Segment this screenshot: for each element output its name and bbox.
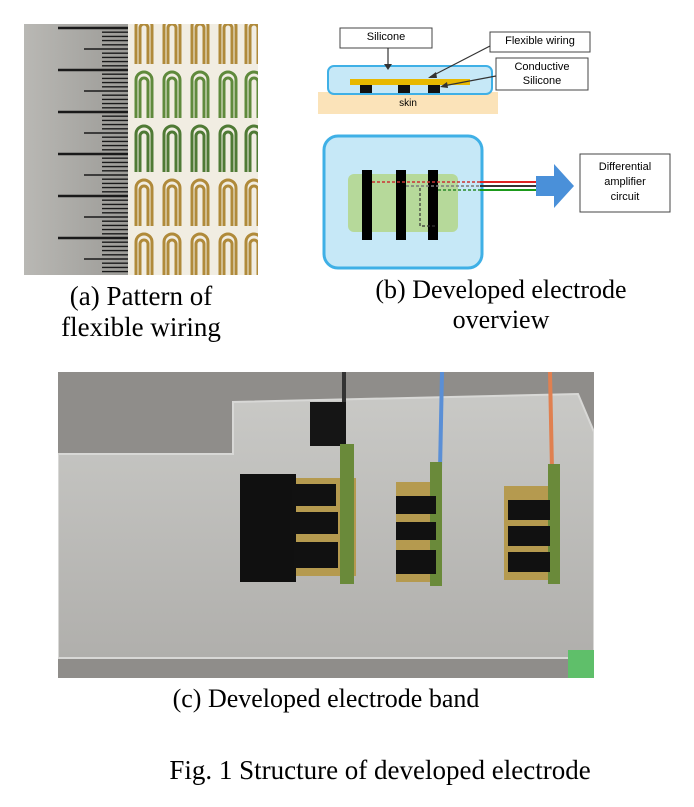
amplifier-box bbox=[579, 153, 671, 213]
serpentine-trace-inner bbox=[248, 24, 258, 64]
serpentine-trace bbox=[244, 70, 258, 118]
serpentine-trace-inner bbox=[248, 76, 258, 118]
serpentine-trace-inner bbox=[166, 24, 178, 64]
electrode-bar-2 bbox=[396, 170, 406, 240]
serpentine-trace-inner bbox=[166, 76, 178, 118]
conductive-silicone-pad-2 bbox=[398, 85, 410, 93]
amplifier-label: Differential amplifier circuit bbox=[580, 160, 670, 205]
serpentine-trace bbox=[134, 124, 154, 172]
serpentine-trace bbox=[244, 124, 258, 172]
serpentine-trace bbox=[244, 232, 258, 275]
silicone-label-box bbox=[339, 27, 433, 49]
flexible-wiring-photo bbox=[24, 24, 258, 275]
amplifier-label-line3: circuit bbox=[610, 191, 640, 203]
panel-a-caption: (a) Pattern of flexible wiring bbox=[24, 281, 258, 343]
serpentine-trace bbox=[134, 232, 154, 275]
flexible-wiring-label: Flexible wiring bbox=[505, 35, 575, 47]
electrode-bar-3 bbox=[428, 170, 438, 240]
conductive-silicone-label-line1: Conductive bbox=[514, 61, 570, 73]
flexible-wiring-strip bbox=[350, 79, 470, 85]
serpentine-trace-inner bbox=[248, 130, 258, 172]
serpentine-trace bbox=[218, 178, 238, 226]
serpentine-trace-inner bbox=[222, 24, 234, 64]
serpentine-trace-inner bbox=[166, 130, 178, 172]
conductive-silicone-label-box bbox=[495, 57, 589, 91]
electrode-structure-diagram: Silicone Flexible wiring Conductive Sili… bbox=[300, 20, 680, 275]
serpentine-trace bbox=[162, 70, 182, 118]
serpentine-trace bbox=[218, 24, 238, 64]
serpentine-trace-inner bbox=[222, 238, 234, 275]
serpentine-trace bbox=[244, 24, 248, 64]
serpentine-trace-inner bbox=[138, 24, 150, 64]
serpentine-trace bbox=[190, 232, 210, 275]
serpentine-trace-inner bbox=[194, 24, 206, 64]
electrode-band-photo bbox=[58, 372, 594, 678]
serpentine-trace bbox=[190, 178, 210, 226]
serpentine-trace bbox=[134, 24, 154, 64]
electrode-structure-svg bbox=[318, 27, 671, 270]
conductive-silicone-pad-1 bbox=[360, 85, 372, 93]
serpentine-trace-inner bbox=[138, 76, 150, 118]
serpentine-trace bbox=[190, 70, 210, 118]
serpentine-trace bbox=[218, 232, 238, 275]
panel-b-caption-line1: (b) Developed electrode bbox=[375, 275, 627, 304]
panel-c-caption: (c) Developed electrode band bbox=[172, 684, 480, 713]
amplifier-label-line2: amplifier bbox=[604, 176, 646, 188]
figure-title: Fig. 1 Structure of developed electrode bbox=[169, 755, 591, 785]
serpentine-trace-inner bbox=[194, 238, 206, 275]
serpentine-trace bbox=[244, 178, 258, 226]
serpentine-trace-inner bbox=[138, 130, 150, 172]
skin-layer bbox=[318, 92, 498, 114]
serpentine-trace bbox=[134, 178, 154, 226]
serpentine-trace-inner bbox=[194, 184, 206, 226]
serpentine-trace-inner bbox=[222, 76, 234, 118]
serpentine-trace-inner bbox=[166, 238, 178, 275]
electrode-bar-1 bbox=[362, 170, 372, 240]
serpentine-trace-inner bbox=[248, 238, 258, 275]
serpentine-trace bbox=[190, 24, 210, 64]
serpentine-trace-inner bbox=[138, 238, 150, 275]
serpentine-trace-inner bbox=[166, 184, 178, 226]
conductive-silicone-label: Conductive Silicone bbox=[496, 60, 588, 88]
serpentine-trace bbox=[218, 70, 238, 118]
serpentine-trace-inner bbox=[222, 184, 234, 226]
serpentine-trace-inner bbox=[194, 130, 206, 172]
serpentine-trace-inner bbox=[194, 76, 206, 118]
serpentine-trace-inner bbox=[222, 130, 234, 172]
right-arrow-icon bbox=[536, 164, 574, 208]
serpentine-trace bbox=[162, 232, 182, 275]
panel-a-caption-line1: (a) Pattern of bbox=[69, 281, 213, 311]
silicone-label: Silicone bbox=[366, 31, 406, 43]
skin-label: skin bbox=[399, 98, 417, 109]
serpentine-trace bbox=[162, 178, 182, 226]
serpentine-trace bbox=[218, 124, 238, 172]
serpentine-trace bbox=[134, 70, 154, 118]
flexible-wiring-label-box bbox=[489, 31, 591, 53]
serpentine-trace-inner bbox=[248, 184, 258, 226]
serpentine-trace-inner bbox=[138, 184, 150, 226]
panel-b-caption: (b) Developed electrode overview bbox=[336, 275, 666, 335]
conductive-silicone-label-line2: Silicone bbox=[522, 75, 562, 87]
serpentine-trace bbox=[162, 24, 182, 64]
panel-b-caption-line2: overview bbox=[452, 305, 550, 334]
electrode-band-illustration bbox=[58, 372, 594, 678]
panel-a-caption-line2: flexible wiring bbox=[61, 312, 221, 342]
flexible-wiring-pattern-illustration bbox=[24, 24, 258, 275]
conductive-silicone-pad-3 bbox=[428, 85, 440, 93]
serpentine-trace bbox=[190, 124, 210, 172]
amplifier-label-line1: Differential bbox=[598, 161, 652, 173]
serpentine-trace bbox=[162, 124, 182, 172]
